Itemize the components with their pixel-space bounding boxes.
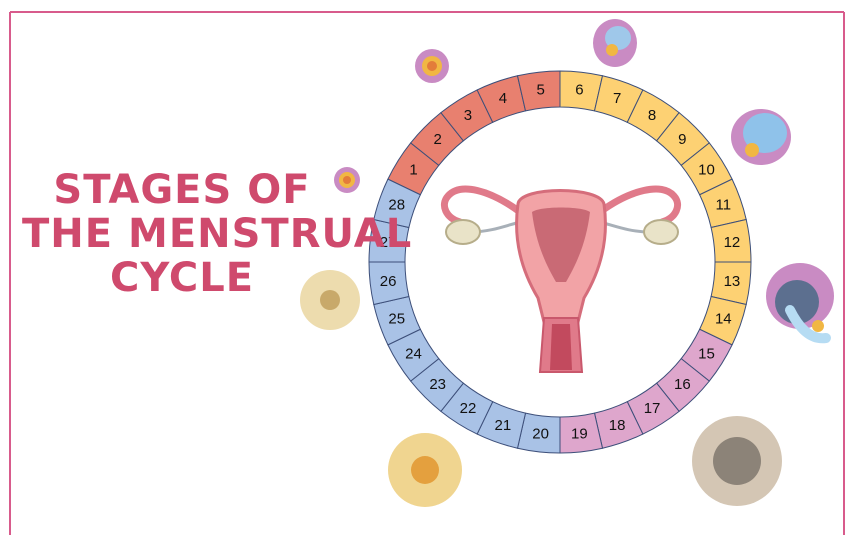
day-label-23: 23 — [429, 376, 446, 393]
day-label-24: 24 — [405, 346, 422, 363]
day-label-16: 16 — [674, 376, 691, 393]
title-line-2: THE MENSTRUAL — [22, 212, 342, 256]
day-label-9: 9 — [678, 131, 686, 148]
ovulation-follicle — [766, 263, 834, 338]
corpus-albicans — [692, 416, 782, 506]
day-label-1: 1 — [409, 161, 417, 178]
day-label-11: 11 — [716, 196, 732, 213]
follicle-mature — [731, 109, 791, 165]
day-label-26: 26 — [380, 273, 397, 290]
day-label-21: 21 — [495, 417, 512, 434]
day-label-7: 7 — [613, 90, 621, 107]
day-label-4: 4 — [499, 90, 507, 107]
day-label-15: 15 — [698, 346, 715, 363]
day-label-20: 20 — [532, 425, 549, 442]
title-line-3: CYCLE — [22, 256, 342, 300]
corpus-luteum — [388, 433, 462, 507]
day-label-25: 25 — [388, 311, 405, 328]
day-label-6: 6 — [575, 82, 583, 99]
day-label-2: 2 — [433, 131, 441, 148]
day-label-17: 17 — [644, 400, 661, 417]
day-label-3: 3 — [464, 107, 472, 124]
day-label-5: 5 — [536, 82, 544, 99]
day-label-8: 8 — [648, 107, 656, 124]
day-label-14: 14 — [715, 311, 732, 328]
follicle-growing — [593, 19, 637, 67]
title-line-1: STAGES OF — [22, 168, 342, 212]
uterus-illustration — [444, 189, 678, 372]
day-label-10: 10 — [698, 161, 715, 178]
day-label-19: 19 — [571, 425, 588, 442]
day-label-22: 22 — [460, 400, 477, 417]
follicle-small-2 — [415, 49, 449, 83]
day-label-13: 13 — [724, 273, 741, 290]
diagram-title: STAGES OF THE MENSTRUAL CYCLE — [22, 168, 342, 300]
day-label-18: 18 — [609, 417, 626, 434]
day-label-12: 12 — [724, 234, 741, 251]
